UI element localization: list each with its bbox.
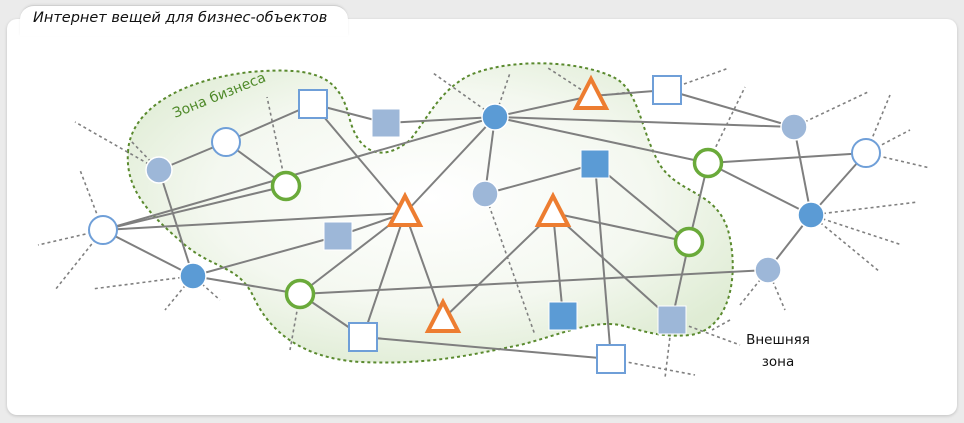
circle-filled-light-node: [780, 113, 808, 141]
square-outline-blue-node: [652, 75, 682, 105]
link-n5-n6: [494, 95, 592, 118]
external-link: [79, 169, 104, 231]
link-n20-n21: [192, 275, 301, 295]
link-n5-n17: [494, 116, 709, 164]
link-n24-n27: [362, 336, 612, 360]
link-n18-n17: [707, 162, 812, 216]
circle-outline-blue-node: [211, 127, 241, 157]
square-filled-light-node: [371, 108, 401, 138]
circle-outline-blue-node: [851, 138, 881, 168]
link-n15-n27: [594, 163, 612, 360]
circle-outline-green-node: [673, 226, 705, 258]
external-link: [74, 121, 160, 171]
external-link: [865, 94, 891, 154]
link-n13-n24: [362, 212, 406, 338]
external-link: [666, 67, 730, 91]
square-outline-blue-node: [596, 344, 626, 374]
link-n16-n25: [552, 212, 564, 317]
outer-zone-label: Внешняя зона: [732, 329, 824, 373]
external-link: [865, 152, 931, 169]
link-n11-n13: [102, 212, 406, 231]
link-n13-n23: [404, 212, 444, 320]
link-n15-n19: [594, 163, 690, 243]
link-n7-n8: [666, 89, 795, 128]
link-n12-n20: [192, 235, 339, 277]
diagram-title: Интернет вещей для бизнес-объектов: [33, 10, 328, 26]
triangle-orange-node: [386, 191, 424, 227]
circle-filled-dark-node: [797, 201, 825, 229]
circle-filled-light-node: [754, 256, 782, 284]
link-n3-n13: [312, 103, 406, 214]
circle-outline-green-node: [270, 170, 302, 202]
link-n1-n20: [158, 169, 194, 277]
link-n16-n23: [442, 212, 554, 320]
title-tab: [20, 5, 348, 36]
internal-links: [102, 89, 867, 360]
link-n4-n5: [385, 116, 496, 124]
external-link: [810, 214, 881, 273]
circle-filled-light-node: [145, 156, 173, 184]
link-n8-n18: [793, 126, 812, 216]
external-link: [810, 214, 903, 246]
business-zone: [126, 62, 734, 364]
external-link: [37, 229, 104, 246]
link-n5-n8: [494, 116, 795, 128]
link-n5-n11: [102, 116, 496, 231]
link-n9-n17: [707, 152, 867, 164]
network-nodes: [88, 74, 881, 374]
circle-outline-green-node: [284, 278, 316, 310]
circle-filled-dark-node: [179, 262, 207, 290]
external-link: [484, 193, 536, 336]
triangle-orange-node: [572, 74, 610, 110]
square-outline-blue-node: [298, 89, 328, 119]
link-n10-n11: [102, 185, 287, 231]
circle-filled-light-node: [471, 180, 499, 208]
link-n5-n13: [404, 116, 496, 214]
outer-zone-label-line1: Внешняя: [746, 332, 810, 348]
external-link: [810, 201, 919, 216]
square-outline-blue-node: [348, 322, 378, 352]
link-n11-n20: [102, 229, 194, 277]
circle-outline-green-node: [692, 147, 724, 179]
external-link: [664, 319, 673, 379]
circle-filled-dark-node: [481, 103, 509, 131]
link-n16-n19: [552, 212, 690, 243]
triangle-orange-node: [534, 191, 572, 227]
triangle-orange-node: [424, 297, 462, 333]
outer-zone-label-line2: зона: [761, 354, 795, 370]
link-n21-n22: [299, 269, 769, 295]
square-filled-light-node: [323, 221, 353, 251]
square-filled-dark-node: [580, 149, 610, 179]
circle-outline-blue-node: [88, 215, 118, 245]
external-link: [91, 275, 194, 290]
link-n14-n15: [484, 163, 596, 195]
square-filled-light-node: [657, 305, 687, 335]
square-filled-dark-node: [548, 301, 578, 331]
link-n16-n26: [552, 212, 673, 321]
